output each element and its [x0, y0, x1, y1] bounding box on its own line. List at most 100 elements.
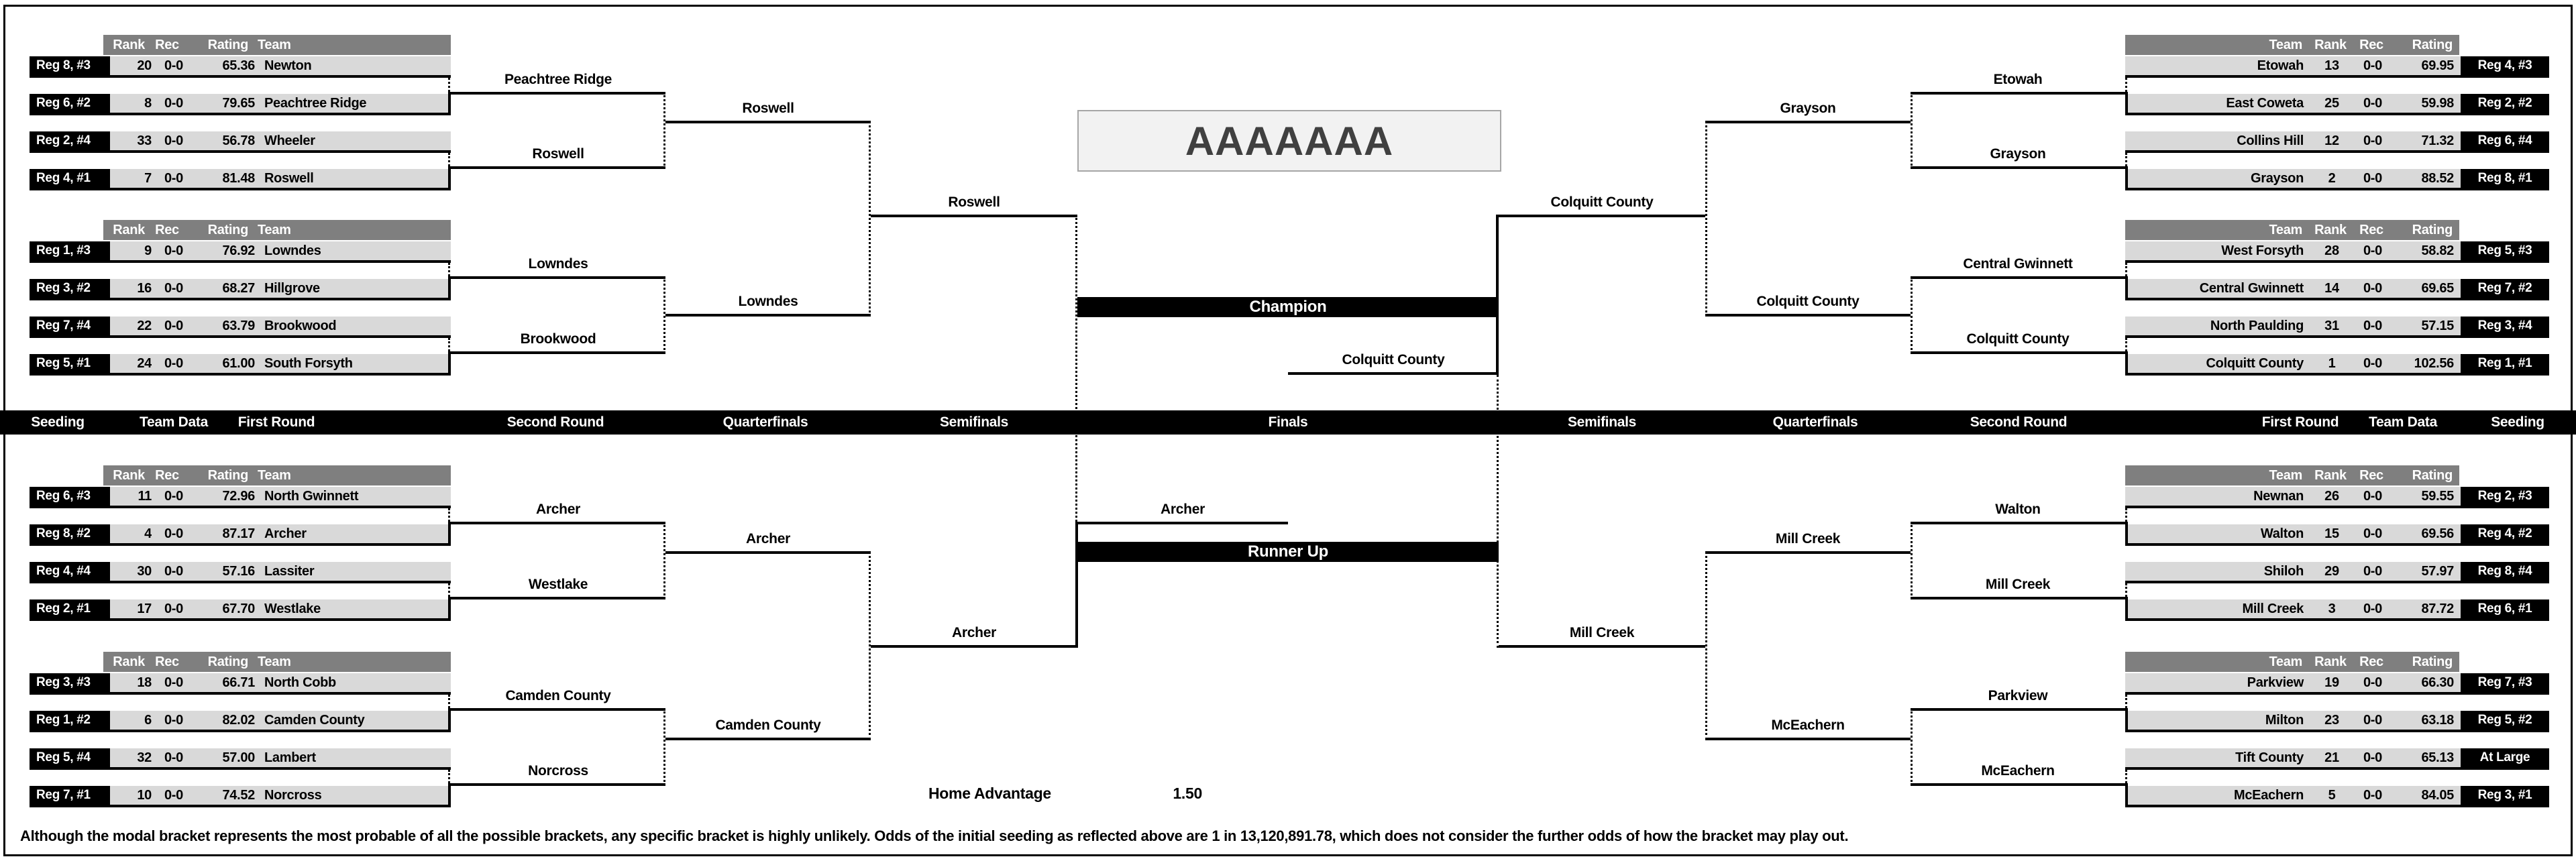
team-rating: 87.72	[2395, 599, 2461, 618]
bracket-line	[1288, 372, 1499, 375]
seed-label: Reg 4, #3	[2461, 56, 2549, 75]
bracket-connector	[448, 770, 450, 783]
round2-winner-label: Roswell	[532, 146, 584, 162]
header-team: Team	[258, 223, 291, 237]
semifinal-winner-label: Archer	[952, 625, 996, 640]
team-rank: 21	[2313, 748, 2351, 767]
team-rating: 63.18	[2395, 711, 2461, 730]
seed-label: Reg 8, #2	[30, 524, 110, 543]
seed-label: Reg 6, #3	[30, 487, 110, 506]
bracket-line	[1911, 522, 2125, 524]
bracket-connector	[663, 276, 665, 354]
round-label: Second Round	[1970, 414, 2068, 430]
bracket-connector	[2125, 583, 2127, 597]
team-record: 0-0	[2351, 56, 2395, 75]
bracket-line	[451, 276, 665, 279]
team-name: South Forsyth	[255, 354, 451, 373]
header-rating: Rating	[2412, 38, 2453, 52]
home-advantage-label: Home Advantage	[928, 785, 1051, 802]
bracket-connector	[448, 508, 450, 522]
header-rating: Rating	[207, 38, 249, 52]
round2-winner-label: Parkview	[1988, 688, 2048, 703]
bracket-connector	[448, 92, 451, 115]
team-rank: 18	[110, 673, 152, 692]
round2-winner-label: Lowndes	[528, 256, 588, 272]
seed-label: Reg 7, #2	[2461, 279, 2549, 298]
bracket-connector	[2125, 597, 2128, 621]
header-rating: Rating	[2412, 654, 2453, 669]
team-name: Central Gwinnett	[2125, 279, 2313, 298]
team-rating: 74.52	[196, 786, 255, 805]
seed-label: Reg 6, #2	[30, 94, 110, 113]
round-label: First Round	[2261, 414, 2339, 430]
team-name: McEachern	[2125, 786, 2313, 805]
champion-team-label: Colquitt County	[1342, 352, 1445, 367]
quarterfinal-winner-label: Roswell	[742, 101, 794, 116]
seed-label: Reg 8, #4	[2461, 562, 2549, 581]
team-name: Lassiter	[255, 562, 451, 581]
round-label: Semifinals	[939, 414, 1009, 430]
team-record: 0-0	[152, 673, 196, 692]
bracket-connector	[1911, 708, 1913, 786]
bracket-connector	[448, 522, 451, 546]
team-rating: 59.55	[2395, 487, 2461, 506]
team-rank: 10	[110, 786, 152, 805]
header-rec: Rec	[155, 38, 179, 52]
team-name: West Forsyth	[2125, 241, 2313, 260]
team-name: Mill Creek	[2125, 599, 2313, 618]
header-team: Team	[258, 654, 291, 669]
bracket-line	[1911, 708, 2125, 711]
bracket-line	[1911, 351, 2125, 354]
team-name: Wheeler	[255, 131, 451, 150]
header-rec: Rec	[2359, 654, 2383, 669]
seed-label: Reg 2, #3	[2461, 487, 2549, 506]
team-record: 0-0	[152, 786, 196, 805]
team-rating: 69.95	[2395, 56, 2461, 75]
bracket-line	[665, 121, 871, 123]
seed-label: Reg 3, #1	[2461, 786, 2549, 805]
team-rank: 13	[2313, 56, 2351, 75]
bracket-connector	[2125, 92, 2128, 115]
round-label: Quarterfinals	[722, 414, 808, 430]
bracket-line	[1911, 276, 2125, 279]
team-record: 0-0	[2351, 354, 2395, 373]
header-rank: Rank	[113, 38, 145, 52]
team-rating: 82.02	[196, 711, 255, 730]
bracket-line	[451, 92, 665, 95]
bracket-connector	[1911, 92, 1913, 169]
team-rank: 6	[110, 711, 152, 730]
bracket-connector	[1705, 121, 1707, 317]
team-name: East Coweta	[2125, 94, 2313, 113]
header-rating: Rating	[2412, 223, 2453, 237]
team-rank: 31	[2313, 317, 2351, 335]
team-rank: 28	[2313, 241, 2351, 260]
team-rank: 26	[2313, 487, 2351, 506]
team-record: 0-0	[152, 524, 196, 543]
bracket-connector	[448, 78, 450, 92]
disclaimer-text: Although the modal bracket represents th…	[20, 827, 1849, 844]
bracket-line	[451, 351, 665, 354]
team-record: 0-0	[152, 169, 196, 188]
team-rating: 58.82	[2395, 241, 2461, 260]
round2-winner-label: Colquitt County	[1966, 331, 2070, 347]
bracket-connector	[2125, 783, 2128, 807]
team-record: 0-0	[2351, 279, 2395, 298]
team-rating: 81.48	[196, 169, 255, 188]
team-rating: 63.79	[196, 317, 255, 335]
bracket-connector	[1075, 522, 1078, 648]
team-name: Hillgrove	[255, 279, 451, 298]
bracket-connector	[2125, 338, 2127, 351]
bracket-line	[1705, 738, 1911, 740]
team-rating: 69.56	[2395, 524, 2461, 543]
